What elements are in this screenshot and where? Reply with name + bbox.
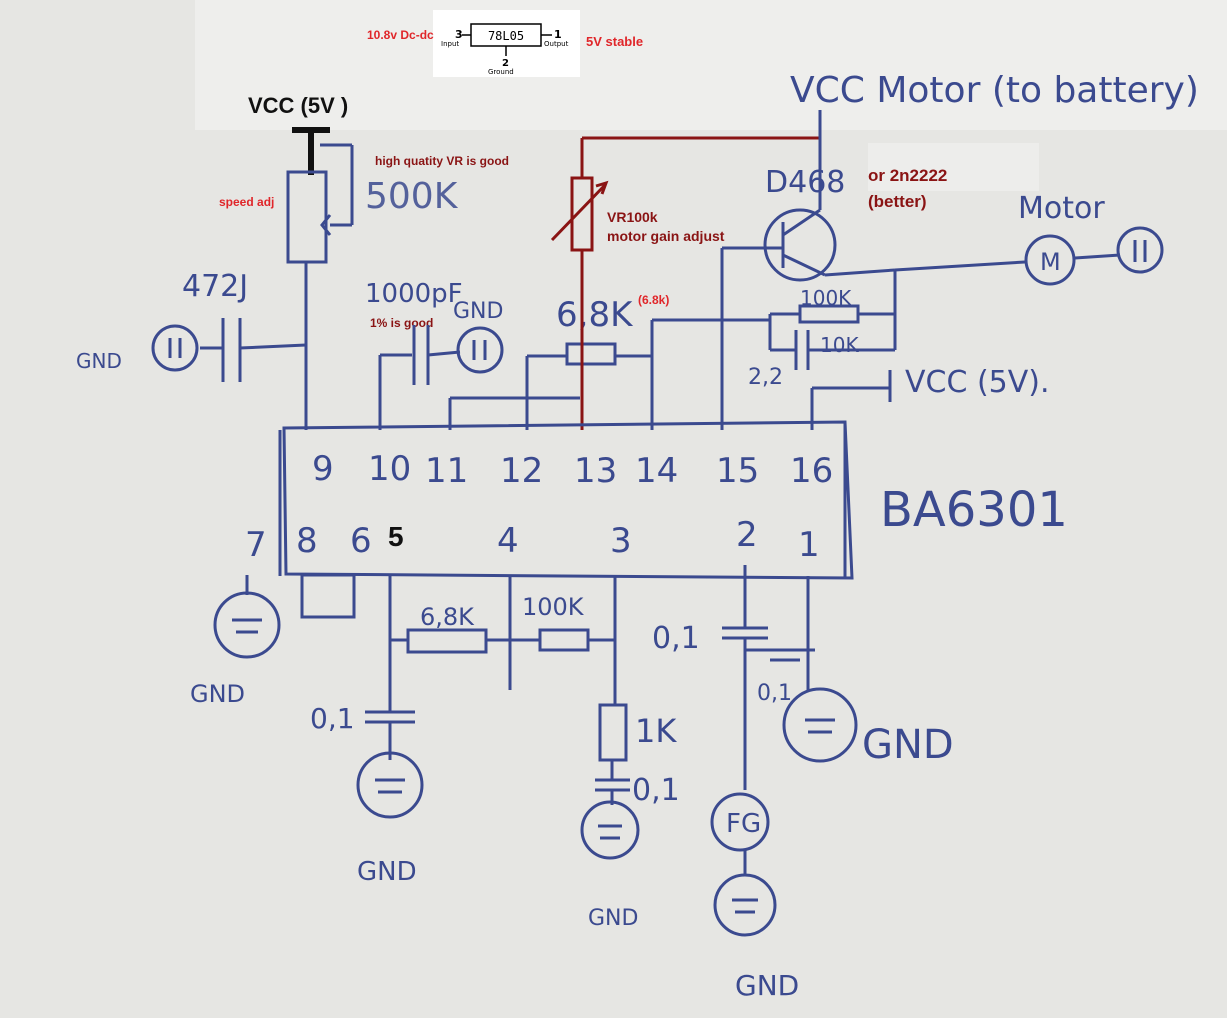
cap-01-a-label: 0,1: [310, 702, 355, 735]
ic-pin-8: 8: [296, 521, 318, 561]
regulator-pin-ground-label: Ground: [488, 68, 514, 76]
speed-pot: [286, 143, 354, 430]
vcc-top-label: VCC (5V ): [248, 93, 348, 118]
ic-label: BA6301: [880, 482, 1068, 538]
transistor-alt2: (better): [868, 192, 927, 211]
bottom-wiring: [213, 565, 858, 937]
transistor: [720, 110, 896, 430]
cap-1000pf-note: 1% is good: [370, 316, 433, 330]
vcc-5v-right: VCC (5V).: [905, 365, 1050, 400]
regulator-part: 78L05: [488, 29, 524, 43]
cap-01-d-label: 0,1: [757, 681, 792, 706]
regulator-pin-ground-num: 2: [502, 58, 509, 69]
cap-472-label: 472J: [182, 269, 248, 304]
vr100k-note2: motor gain adjust: [607, 228, 725, 244]
vcc-motor-label: VCC Motor (to battery): [790, 70, 1199, 111]
regulator-pin-output-label: Output: [544, 40, 569, 48]
regulator-input-note: 10.8v Dc-dc: [367, 28, 434, 42]
res-1k-label: 1K: [635, 712, 677, 750]
gnd-fg: GND: [735, 969, 799, 1002]
transistor-label: D468: [765, 165, 845, 200]
ic-body: [278, 420, 854, 580]
ic-pin-7: 7: [245, 525, 267, 565]
gnd-pin7: GND: [190, 680, 245, 708]
transistor-alt1: or 2n2222: [868, 166, 947, 185]
res-68k: [448, 318, 770, 430]
speed-adj-note: speed adj: [219, 195, 274, 209]
cap-22-label: 2,2: [748, 365, 783, 390]
res-100k-b-label: 100K: [522, 593, 585, 621]
regulator-output-note: 5V stable: [586, 34, 643, 49]
ic-pin-2: 2: [736, 515, 758, 555]
vr100k-note1: VR100k: [607, 209, 658, 225]
regulator-pin-input-num: 3: [455, 28, 463, 41]
gnd-1000pf: GND: [453, 299, 503, 324]
motor-symbol: [894, 226, 1164, 286]
ic-pin-16: 16: [790, 451, 833, 491]
cap-1000pf-label: 1000pF: [365, 279, 463, 309]
regulator-inset: 78L05 3 Input 1 Output 2 Ground: [433, 10, 580, 77]
ic-pin-10: 10: [368, 449, 411, 489]
vcc-top-symbol: [292, 127, 330, 175]
vr-note: high quatity VR is good: [375, 154, 509, 168]
gnd-right: GND: [862, 722, 954, 768]
ic-pin-1: 1: [798, 525, 820, 565]
ic-pin-12: 12: [500, 451, 543, 491]
ic-pin-5: 5: [388, 521, 404, 552]
pot-value: 500K: [365, 176, 459, 217]
cap-01-c-label: 0,1: [652, 621, 700, 656]
cap-1000pf: [378, 325, 504, 430]
vr100k: [550, 136, 820, 430]
ic-pin-11: 11: [425, 451, 468, 491]
ic-pin-3: 3: [610, 521, 632, 561]
motor-label: Motor: [1018, 191, 1105, 226]
ic-pin-9: 9: [312, 449, 334, 489]
gnd-left: GND: [76, 349, 122, 373]
paper-highlight: [195, 0, 1227, 130]
gnd-pin3: GND: [588, 906, 638, 931]
ic-pin-15: 15: [716, 451, 759, 491]
regulator-pin-input-label: Input: [441, 40, 459, 48]
ic-pin-13: 13: [574, 451, 617, 491]
ic-pin-4: 4: [497, 521, 519, 561]
gnd-pin5: GND: [357, 857, 417, 887]
ic-pin-14: 14: [635, 451, 678, 491]
res-68k-b-label: 6,8K: [420, 603, 475, 631]
alt-note-box: [868, 143, 1039, 191]
feedback-network: [768, 270, 897, 430]
ic-pin-6: 6: [350, 521, 372, 561]
res-68k-note: (6.8k): [638, 293, 669, 307]
cap-01-b-label: 0,1: [632, 773, 680, 808]
res-10k-label: 10K: [820, 333, 859, 357]
regulator-pin-output-num: 1: [554, 28, 562, 41]
res-68k-label: 6,8K: [556, 295, 634, 335]
motor-letter: M: [1040, 248, 1061, 276]
cap-472: [151, 318, 307, 382]
fg-label: FG: [726, 809, 761, 839]
